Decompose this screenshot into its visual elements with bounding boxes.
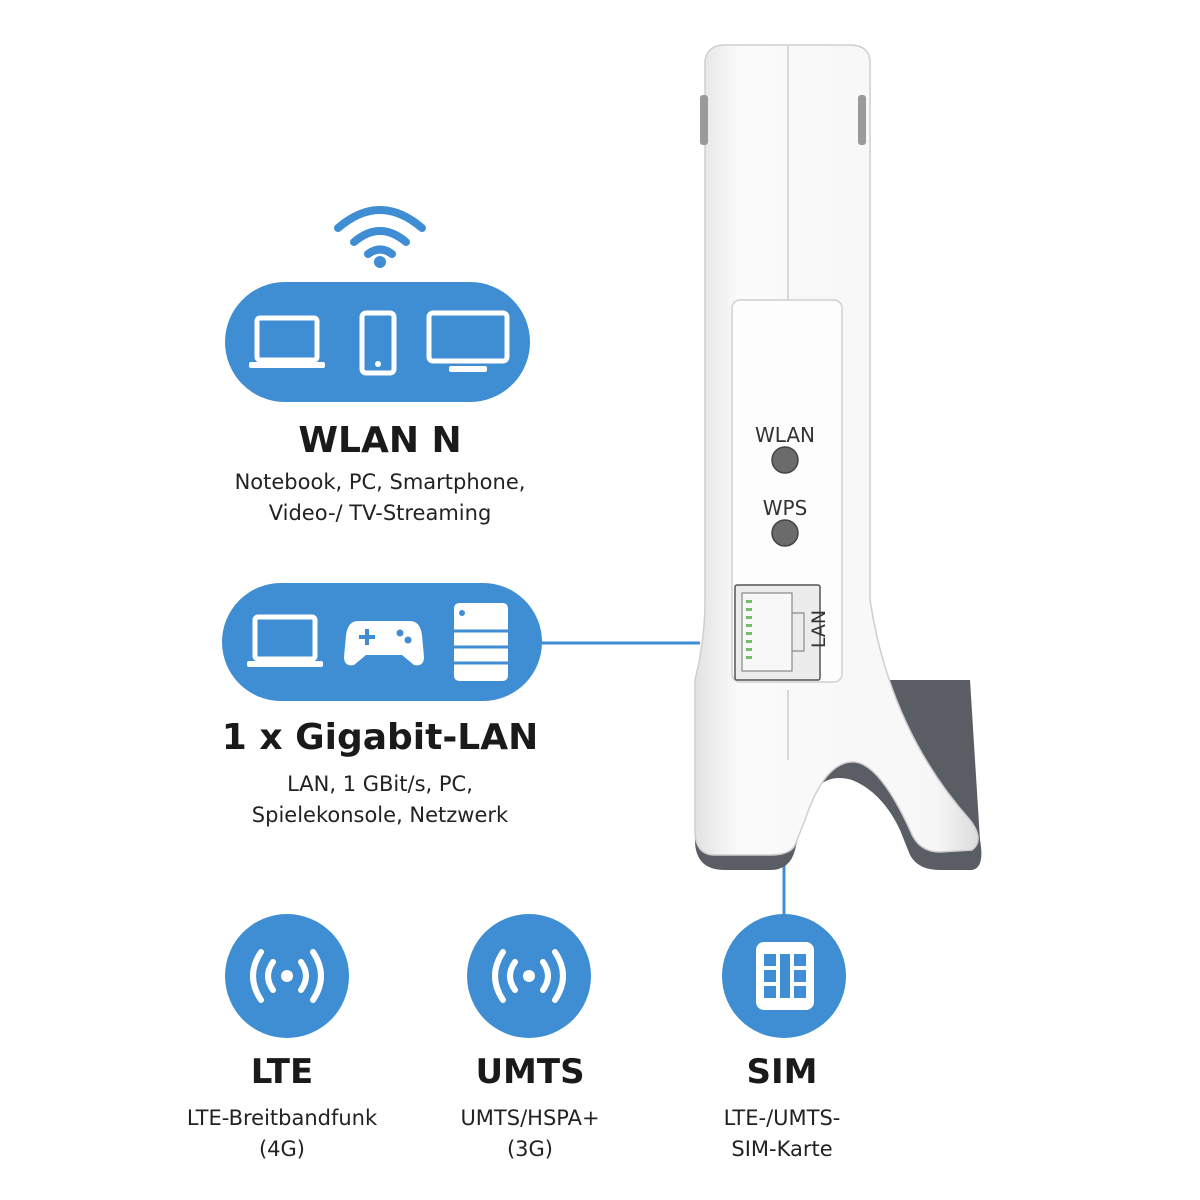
- sim-desc-line-1: LTE-/UMTS-: [723, 1106, 841, 1130]
- nas-icon: [454, 603, 508, 681]
- umts-description: UMTS/HSPA+ (3G): [390, 1103, 670, 1165]
- sim-desc-line-2: SIM-Karte: [731, 1137, 833, 1161]
- umts-title: UMTS: [475, 1052, 585, 1092]
- sim-title: SIM: [746, 1052, 818, 1092]
- signal-icon: [250, 949, 324, 1003]
- lte-desc-line-1: LTE-Breitbandfunk: [186, 1106, 378, 1130]
- lan-description: LAN, 1 GBit/s, PC, Spielekonsole, Netzwe…: [180, 769, 580, 831]
- umts-desc-line-2: (3G): [506, 1137, 554, 1161]
- lte-title: LTE: [250, 1052, 314, 1092]
- router-device: [694, 44, 982, 870]
- wps-button-label: WPS: [762, 496, 808, 520]
- laptop-icon: [247, 614, 323, 667]
- wlan-title: WLAN N: [298, 420, 462, 461]
- lan-desc-line-1: LAN, 1 GBit/s, PC,: [287, 772, 473, 796]
- wlan-devices-pill: [225, 282, 530, 402]
- lan-title: 1 x Gigabit-LAN: [221, 717, 539, 758]
- umts-badge: [467, 914, 591, 1038]
- wlan-desc-line-2: Video-/ TV-Streaming: [268, 501, 492, 525]
- wlan-description: Notebook, PC, Smartphone, Video-/ TV-Str…: [180, 467, 580, 529]
- sim-badge: [722, 914, 846, 1038]
- wlan-button-label: WLAN: [754, 423, 816, 447]
- monitor-icon: [426, 310, 510, 372]
- signal-icon: [492, 949, 566, 1003]
- smartphone-icon: [359, 310, 397, 376]
- lan-desc-line-2: Spielekonsole, Netzwerk: [251, 803, 509, 827]
- lte-desc-line-2: (4G): [258, 1137, 306, 1161]
- umts-desc-line-1: UMTS/HSPA+: [460, 1106, 600, 1130]
- laptop-icon: [249, 315, 325, 368]
- wlan-desc-line-1: Notebook, PC, Smartphone,: [234, 470, 526, 494]
- lan-devices-pill: [222, 583, 542, 701]
- lte-badge: [225, 914, 349, 1038]
- lan-port-label: LAN: [808, 609, 831, 649]
- lte-description: LTE-Breitbandfunk (4G): [142, 1103, 422, 1165]
- sim-description: LTE-/UMTS- SIM-Karte: [642, 1103, 922, 1165]
- wifi-icon: [334, 206, 426, 268]
- sim-card-icon: [756, 942, 814, 1010]
- gamepad-icon: [344, 621, 424, 666]
